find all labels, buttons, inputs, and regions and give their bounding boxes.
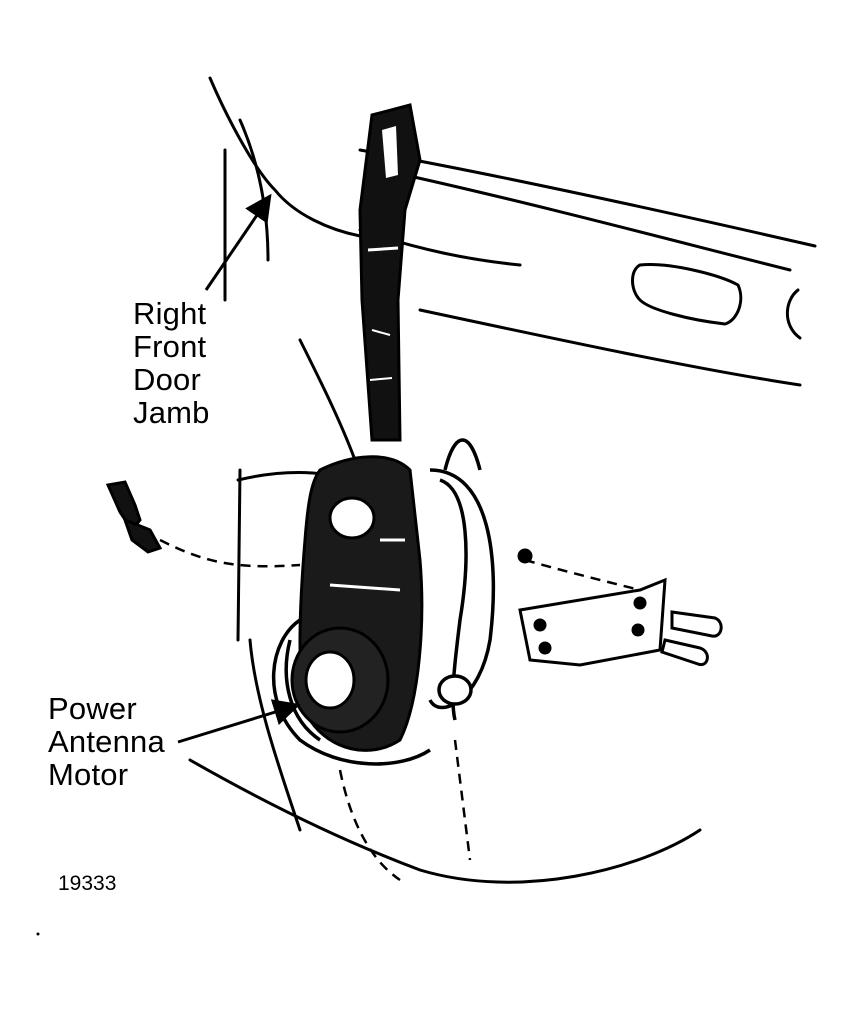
motor-housing — [290, 455, 424, 752]
mounting-screws — [660, 610, 723, 667]
dashed-lines — [159, 538, 641, 882]
callout-line: Jamb — [133, 395, 210, 430]
mounting-bracket — [517, 548, 667, 667]
motor-leader-arrow — [177, 699, 301, 744]
figure-number: 19333 — [58, 872, 117, 895]
door-jamb-leader-arrow — [204, 193, 272, 291]
callout-line: Antenna — [48, 724, 165, 759]
left-connector — [105, 480, 163, 554]
callout-line: Door — [133, 362, 201, 397]
callout-line: Motor — [48, 757, 129, 792]
motor-callout: Power Antenna Motor — [48, 692, 165, 791]
callout-line: Front — [133, 329, 207, 364]
door-jamb-callout: Right Front Door Jamb — [133, 297, 210, 429]
callout-line: Right — [133, 296, 207, 331]
callout-line: Power — [48, 691, 137, 726]
antenna-mast — [358, 103, 422, 442]
wiring-harness — [271, 438, 496, 766]
body-panel — [188, 76, 817, 884]
